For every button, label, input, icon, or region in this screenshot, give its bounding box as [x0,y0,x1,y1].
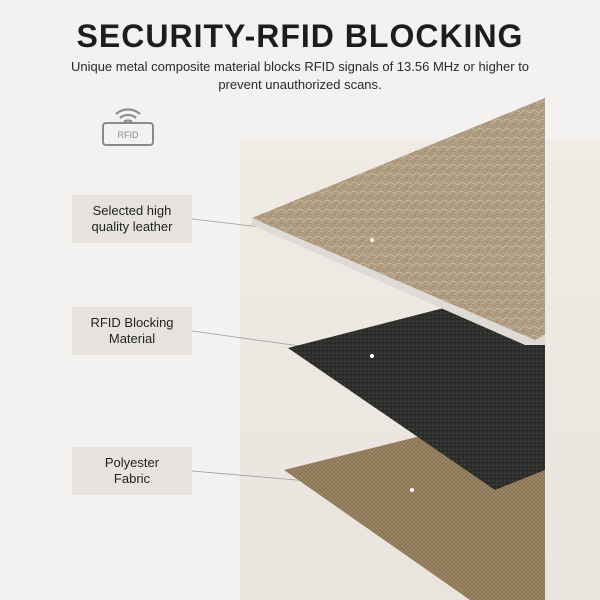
label-rfid-material: RFID Blocking Material [72,307,192,355]
rfid-material-layer [288,282,545,490]
label-leather-line1: Selected high [92,203,172,218]
label-fabric-line2: Fabric [113,471,151,486]
label-rfid-line1: RFID Blocking [90,315,174,330]
label-fabric: Polyester Fabric [72,447,192,495]
leader-dot-fabric [410,488,414,492]
label-leather: Selected high quality leather [72,195,192,243]
rfid-label: RFID [118,130,139,140]
leader-dot-rfid [370,354,374,358]
page-title: SECURITY-RFID BLOCKING [76,18,524,54]
page-subtitle: Unique metal composite material blocks R… [70,59,530,92]
leather-layer [252,98,545,340]
label-leather-line2: quality leather [91,219,173,234]
rfid-card-icon: RFID [102,108,154,146]
label-rfid-line2: Material [108,331,156,346]
label-fabric-line1: Polyester [104,455,160,470]
leader-dot-leather [370,238,374,242]
